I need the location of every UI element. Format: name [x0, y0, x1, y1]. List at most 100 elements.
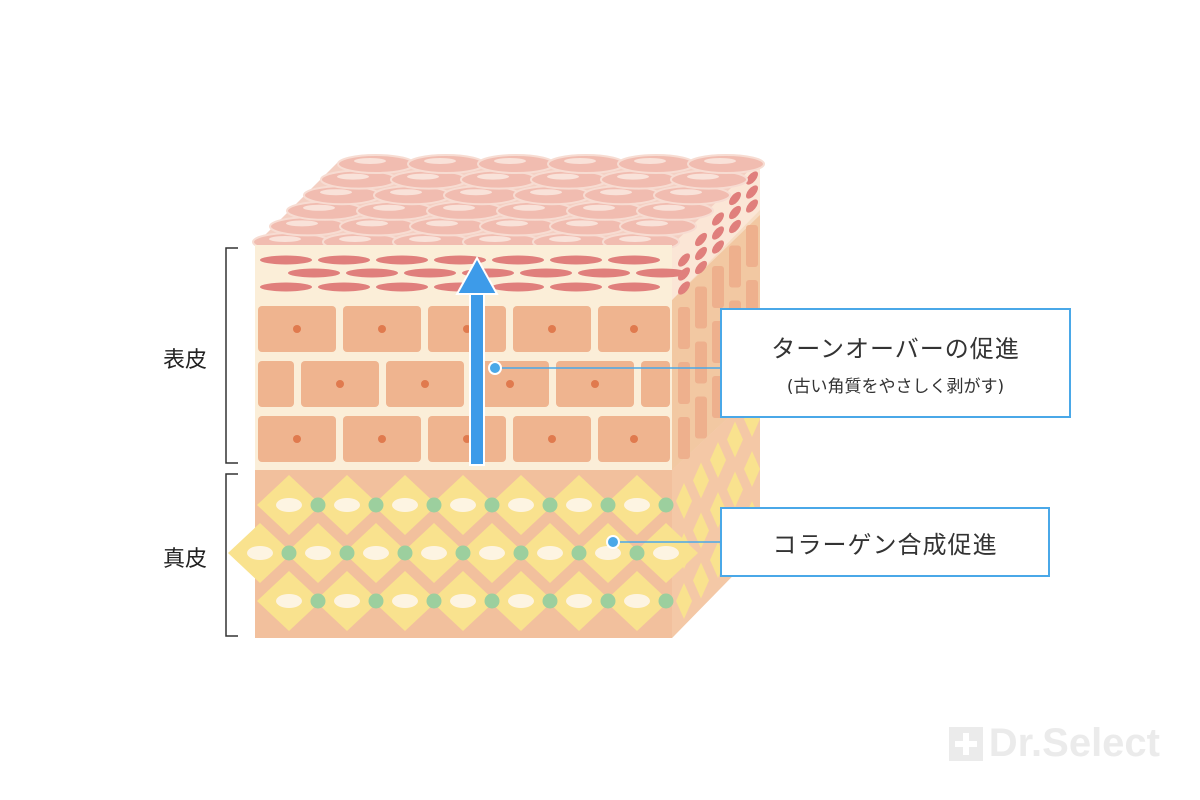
turnover-arrow — [455, 255, 499, 466]
epidermis-label: 表皮 — [163, 348, 208, 373]
side-collagen-diamond — [710, 442, 726, 478]
horny-layer-band — [288, 268, 340, 278]
side-horny-band — [729, 205, 741, 220]
collagen-callout-title: コラーゲン合成促進 — [772, 530, 998, 559]
side-horny-band — [712, 212, 724, 226]
fibroblast-cell — [368, 593, 384, 609]
surface-cell-highlight — [513, 204, 545, 211]
fibroblast-cell — [658, 497, 674, 513]
elastin-oval — [566, 498, 592, 512]
surface-cell — [687, 154, 765, 174]
fibroblast-cell — [571, 545, 587, 561]
side-collagen-diamond — [744, 451, 760, 487]
side-horny-band — [729, 191, 741, 206]
elastin-oval — [508, 594, 534, 608]
fibroblast-cell — [600, 593, 616, 609]
side-epidermal-cell — [678, 307, 690, 349]
fibroblast-cell — [542, 497, 558, 513]
fibroblast-cell — [310, 497, 326, 513]
side-collagen-diamond — [727, 471, 743, 508]
elastin-oval — [653, 546, 679, 560]
cell-nucleus — [630, 435, 638, 443]
fibroblast-cell — [310, 593, 326, 609]
surface-cell-highlight — [704, 158, 736, 164]
surface-cell — [407, 154, 485, 174]
skin-surface-top — [252, 154, 765, 252]
brand-logo-text: Dr.Select — [988, 721, 1160, 765]
surface-cell-highlight — [477, 173, 509, 180]
elastin-oval — [624, 594, 650, 608]
side-epidermal-cell — [678, 362, 690, 404]
elastin-oval — [508, 498, 534, 512]
side-epidermal-cell — [712, 266, 724, 308]
cell-nucleus — [548, 435, 556, 443]
side-horny-band — [695, 232, 707, 247]
elastin-oval — [566, 594, 592, 608]
cell-nucleus — [378, 435, 386, 443]
side-epidermal-cell — [695, 396, 707, 439]
cell-nucleus — [293, 325, 301, 333]
surface-cell-highlight — [564, 158, 596, 164]
elastin-oval — [595, 546, 621, 560]
medical-cross-icon — [948, 726, 983, 761]
fibroblast-cell — [600, 497, 616, 513]
elastin-oval — [247, 546, 273, 560]
surface-cell-highlight — [549, 236, 581, 242]
horny-layer-band — [550, 255, 602, 265]
elastin-oval — [305, 546, 331, 560]
epidermis-front — [255, 245, 688, 470]
fibroblast-cell — [397, 545, 413, 561]
surface-cell-highlight — [687, 173, 719, 180]
cell-nucleus — [506, 380, 514, 388]
horny-layer-band — [346, 268, 398, 278]
side-horny-band — [678, 253, 690, 267]
horny-layer-band — [636, 268, 688, 278]
surface-cell-highlight — [479, 236, 511, 242]
dermis-bracket — [225, 473, 238, 637]
side-collagen-diamond — [727, 421, 743, 458]
fibroblast-cell — [629, 545, 645, 561]
turnover-callout-subtitle: (古い角質をやさしく剥がす) — [786, 377, 1005, 397]
horny-layer-band — [492, 282, 544, 292]
surface-cell-highlight — [619, 236, 651, 242]
epidermal-cell — [641, 361, 670, 407]
surface-cell-highlight — [269, 236, 301, 242]
fibroblast-cell — [426, 593, 442, 609]
surface-cell-highlight — [373, 204, 405, 211]
side-horny-band — [712, 240, 724, 254]
surface-cell-highlight — [530, 189, 562, 196]
elastin-oval — [276, 498, 302, 512]
fibroblast-cell — [281, 545, 297, 561]
fibroblast-cell — [339, 545, 355, 561]
surface-cell-highlight — [424, 158, 456, 164]
surface-cell-highlight — [496, 220, 528, 227]
surface-cell — [337, 154, 415, 174]
surface-cell-highlight — [407, 173, 439, 180]
side-horny-band — [729, 219, 741, 234]
surface-cell-highlight — [426, 220, 458, 227]
side-horny-band — [695, 246, 707, 261]
cell-nucleus — [293, 435, 301, 443]
fibroblast-cell — [542, 593, 558, 609]
dermis-front — [228, 470, 698, 638]
side-epidermal-cell — [695, 341, 707, 384]
surface-cell-highlight — [286, 220, 318, 227]
horny-layer-band — [318, 255, 370, 265]
horny-layer-band — [608, 282, 660, 292]
fibroblast-cell — [426, 497, 442, 513]
elastin-oval — [276, 594, 302, 608]
cell-nucleus — [548, 325, 556, 333]
fibroblast-cell — [455, 545, 471, 561]
collagen-leader-line — [606, 535, 722, 549]
dermis-label: 真皮 — [163, 547, 208, 572]
horny-layer-band — [376, 255, 428, 265]
surface-cell-highlight — [583, 204, 615, 211]
horny-layer-band — [260, 255, 312, 265]
surface-cell-highlight — [320, 189, 352, 196]
side-epidermal-cell — [678, 417, 690, 459]
side-collagen-diamond — [693, 462, 709, 499]
side-horny-band — [695, 260, 707, 275]
surface-cell-highlight — [337, 173, 369, 180]
elastin-oval — [479, 546, 505, 560]
